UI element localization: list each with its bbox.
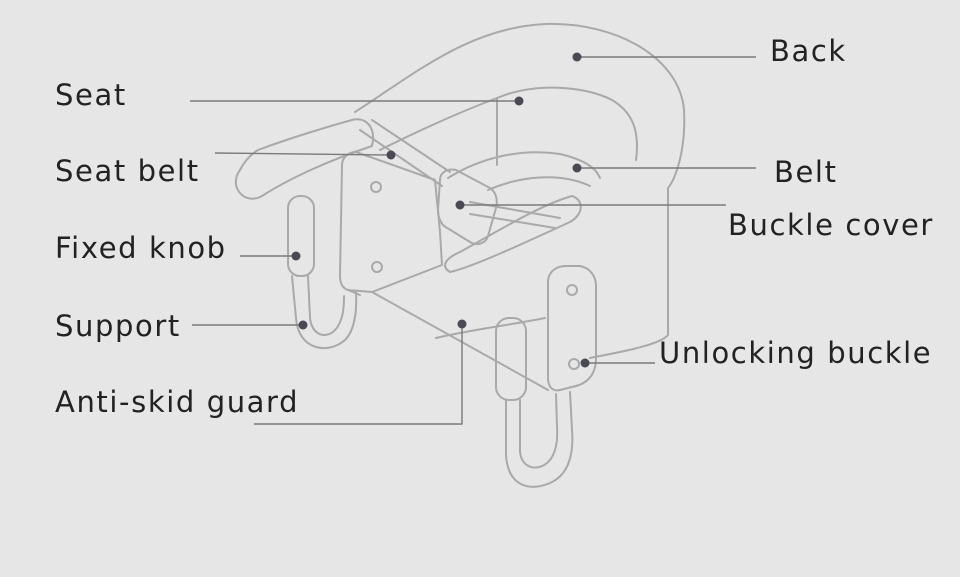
chair-seat <box>379 97 546 339</box>
label-anti-skid-guard: Anti-skid guard <box>55 385 300 419</box>
dot-belt <box>572 163 582 173</box>
label-fixed-knob: Fixed knob <box>55 231 227 265</box>
buckle-cover <box>437 168 498 245</box>
label-unlocking-buckle: Unlocking buckle <box>659 336 933 370</box>
label-seat: Seat <box>55 78 127 112</box>
dot-support <box>298 320 308 330</box>
right-clamp <box>495 317 574 488</box>
dot-anti-skid-guard <box>457 319 467 329</box>
dot-seat-belt <box>386 150 396 160</box>
label-buckle-cover: Buckle cover <box>728 208 934 242</box>
left-clamp <box>287 195 358 349</box>
seat-belt-strap <box>359 119 451 187</box>
dot-unlocking-buckle <box>580 358 590 368</box>
bottom-frame <box>347 289 549 391</box>
label-back: Back <box>770 34 847 68</box>
dot-fixed-knob <box>291 251 301 261</box>
dot-buckle-cover <box>455 200 465 210</box>
dot-back <box>572 52 582 62</box>
label-belt: Belt <box>774 155 838 189</box>
leader-seat-belt <box>214 152 392 156</box>
callout-leaders <box>190 52 756 425</box>
dot-seat <box>514 96 524 106</box>
label-seat-belt: Seat belt <box>55 154 200 188</box>
left-panel <box>339 151 443 293</box>
chair-back <box>354 22 686 359</box>
left-armrest <box>234 118 374 200</box>
leader-anti-skid-guard <box>254 324 463 425</box>
label-support: Support <box>55 309 181 343</box>
right-panel <box>547 265 597 392</box>
